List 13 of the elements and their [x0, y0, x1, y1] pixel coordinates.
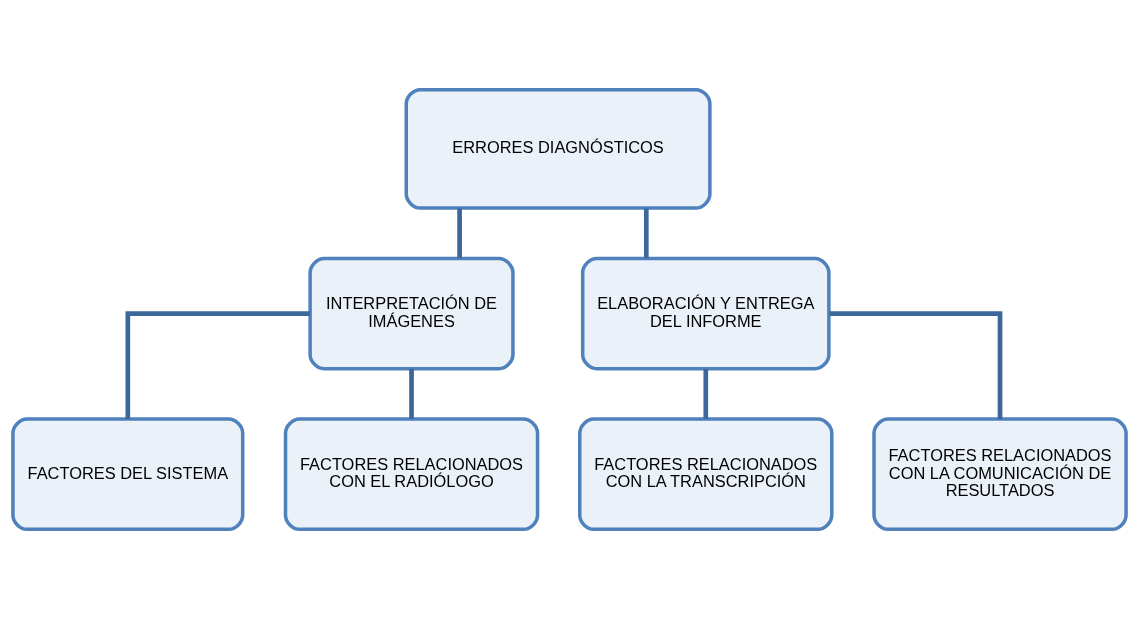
- connector: [457, 208, 462, 259]
- node-box: FACTORES RELACIONADOS CON LA TRANSCRIPCIÓN: [578, 417, 834, 532]
- node-box: FACTORES DEL SISTEMA: [11, 417, 245, 532]
- connector: [703, 368, 709, 419]
- connector: [125, 311, 310, 419]
- node-box: FACTORES RELACIONADOS CON LA COMUNICACIÓN DE RESULTADOS: [872, 417, 1128, 532]
- connector: [409, 368, 414, 419]
- connector: [643, 208, 649, 259]
- node-box: FACTORES RELACIONADOS CON EL RADIÓLOGO: [283, 417, 540, 532]
- connector: [829, 311, 1003, 419]
- node-box: ERRORES DIAGNÓSTICOS: [404, 87, 712, 210]
- node-box: ELABORACIÓN Y ENTREGA DEL INFORME: [580, 256, 831, 371]
- node-box: INTERPRETACIÓN DE IMÁGENES: [308, 256, 515, 371]
